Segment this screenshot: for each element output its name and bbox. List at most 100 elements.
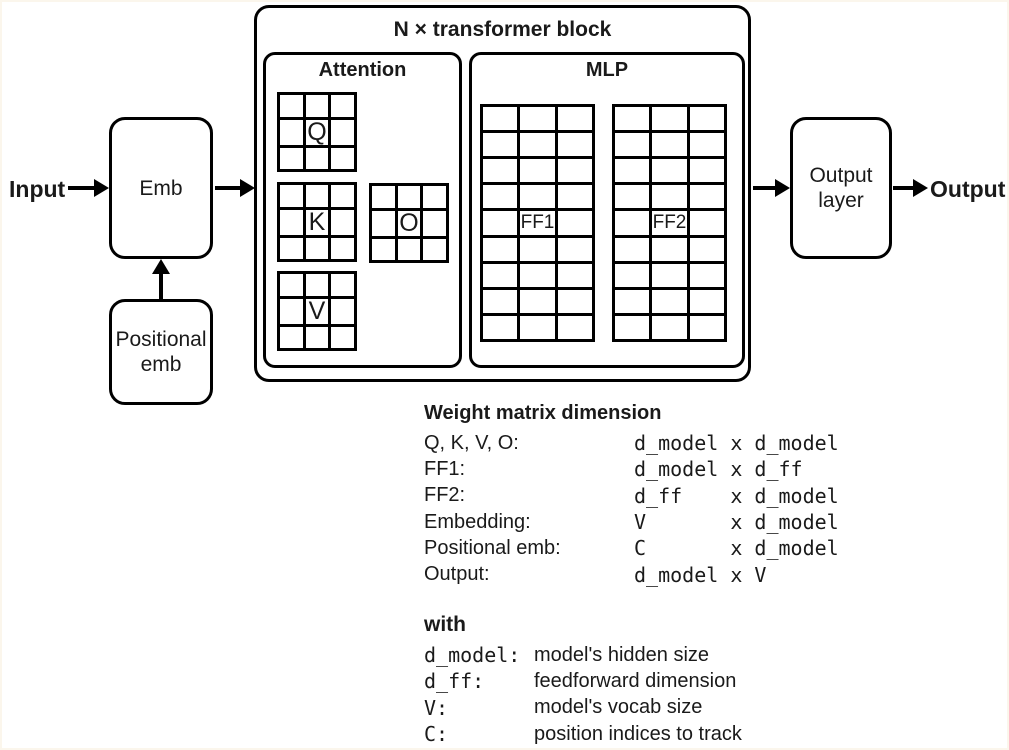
matrix-cell xyxy=(331,274,354,296)
matrix-cell xyxy=(652,289,687,313)
matrix-cell xyxy=(483,211,518,235)
matrix-cell xyxy=(615,289,650,313)
legend-row: C: position indices to track xyxy=(424,721,742,747)
legend-description: feedforward dimension xyxy=(534,669,737,692)
matrix-cell xyxy=(689,159,724,183)
legend-term: d_model: xyxy=(424,643,521,668)
legend-term: d_ff: xyxy=(424,669,485,694)
output-label: Output xyxy=(930,176,1006,202)
matrix-cell xyxy=(689,133,724,157)
matrix-cell xyxy=(520,263,555,287)
matrix-cell xyxy=(520,107,555,131)
matrix-cell xyxy=(689,289,724,313)
matrix-cell xyxy=(305,95,329,117)
ff1-weight-matrix: FF1 xyxy=(480,104,595,342)
matrix-cell xyxy=(615,315,650,339)
matrix-cell xyxy=(557,159,592,183)
matrix-cell xyxy=(305,237,329,259)
mlp-title: MLP xyxy=(585,59,629,81)
matrix-cell xyxy=(280,147,303,169)
matrix-cell xyxy=(280,237,303,259)
matrix-cell xyxy=(483,107,518,131)
outputlayer-to-output-arrowhead-icon xyxy=(913,179,928,197)
embedding-box-label: Emb xyxy=(139,176,183,200)
weight-row-value: d_model x d_model xyxy=(634,431,839,456)
matrix-cell xyxy=(520,315,555,339)
matrix-cell xyxy=(615,263,650,287)
matrix-cell xyxy=(652,133,687,157)
input-label: Input xyxy=(9,176,66,202)
v-weight-matrix: V xyxy=(277,271,357,351)
weight-row-label: FF2: xyxy=(424,484,466,507)
matrix-cell xyxy=(331,237,354,259)
positional-to-emb-arrow xyxy=(159,273,163,300)
ff2-weight-matrix: FF2 xyxy=(612,104,727,342)
weight-table-row: Positional emb: C x d_model xyxy=(424,535,839,561)
weight-row-value: C x d_model xyxy=(634,536,839,561)
matrix-cell xyxy=(372,238,395,260)
block-to-outputlayer-arrow xyxy=(753,186,777,190)
matrix-cell xyxy=(483,237,518,261)
weight-table-row: Output:d_model x V xyxy=(424,561,839,587)
matrix-cell xyxy=(280,209,303,235)
matrix-cell xyxy=(423,186,446,208)
matrix-cell xyxy=(557,185,592,209)
matrix-cell xyxy=(331,326,354,348)
matrix-label: V xyxy=(305,298,329,324)
o-weight-matrix: O xyxy=(369,183,449,263)
legend-row: V:model's vocab size xyxy=(424,695,742,721)
emb-to-block-arrow xyxy=(215,186,241,190)
output-layer-label-line1: Output xyxy=(809,164,873,187)
matrix-cell xyxy=(652,263,687,287)
weight-row-label: Q, K, V, O: xyxy=(424,431,519,454)
matrix-cell xyxy=(372,210,395,236)
input-to-emb-arrow xyxy=(68,186,95,190)
positional-box-label-line2: emb xyxy=(140,353,182,376)
matrix-cell xyxy=(483,159,518,183)
matrix-label: O xyxy=(397,208,421,237)
matrix-cell xyxy=(305,326,329,348)
matrix-cell xyxy=(557,237,592,261)
matrix-cell xyxy=(331,147,354,169)
legend-description: position indices to track xyxy=(534,722,742,745)
legend-term: V: xyxy=(424,695,449,720)
matrix-cell xyxy=(557,107,592,131)
legend-term: C: xyxy=(424,722,449,747)
matrix-cell xyxy=(520,237,555,261)
weight-row-label: FF1: xyxy=(424,457,466,480)
weight-table-row: FF2:d_ff x d_model xyxy=(424,483,839,509)
matrix-label: FF1 xyxy=(520,211,555,235)
matrix-cell xyxy=(280,298,303,324)
positional-embedding-box: Positional emb xyxy=(109,299,213,405)
matrix-cell xyxy=(280,274,303,296)
matrix-cell xyxy=(331,185,354,207)
matrix-cell xyxy=(689,263,724,287)
matrix-cell xyxy=(280,185,303,207)
positional-to-emb-arrowhead-icon xyxy=(152,259,170,274)
matrix-cell xyxy=(305,147,329,169)
matrix-cell xyxy=(689,185,724,209)
matrix-cell xyxy=(557,133,592,157)
matrix-cell xyxy=(331,298,354,324)
matrix-cell xyxy=(331,95,354,117)
matrix-cell xyxy=(652,107,687,131)
matrix-cell xyxy=(652,315,687,339)
matrix-cell xyxy=(331,209,354,235)
legend-title: with xyxy=(424,613,466,636)
embedding-box: Emb xyxy=(109,117,213,259)
matrix-cell xyxy=(520,159,555,183)
matrix-cell xyxy=(280,95,303,117)
weight-row-label: Positional emb: xyxy=(424,536,561,559)
matrix-cell xyxy=(557,289,592,313)
k-weight-matrix: K xyxy=(277,182,357,262)
matrix-cell xyxy=(423,238,446,260)
weight-row-value: d_model x V xyxy=(634,562,767,587)
matrix-cell xyxy=(615,185,650,209)
weight-row-label: Embedding: xyxy=(424,510,531,533)
weight-table-row: Q, K, V, O: d_model x d_model xyxy=(424,430,839,456)
matrix-label: Q xyxy=(305,117,329,146)
transformer-block-title: N × transformer block xyxy=(393,18,612,41)
matrix-cell xyxy=(520,289,555,313)
matrix-cell xyxy=(520,185,555,209)
